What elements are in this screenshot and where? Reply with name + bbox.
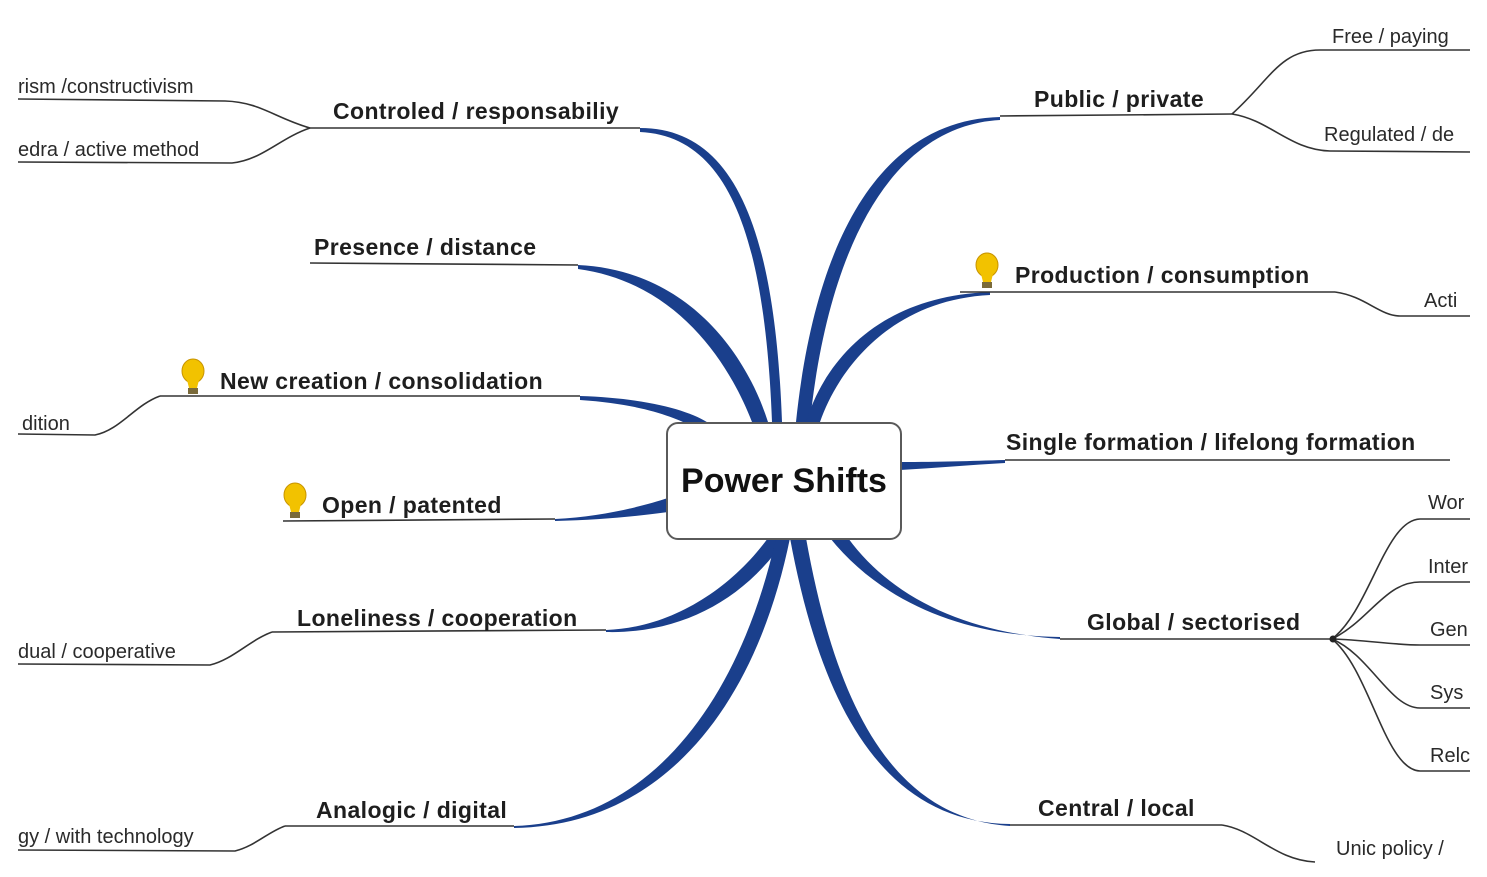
lightbulb-icon bbox=[975, 252, 999, 288]
subtopic-public-1[interactable]: Free / paying bbox=[1332, 26, 1449, 48]
branch-global bbox=[830, 538, 1060, 639]
underline-loneliness bbox=[271, 629, 607, 633]
topic-analogic[interactable]: Analogic / digital bbox=[316, 797, 508, 823]
branch-central bbox=[790, 538, 1010, 826]
subtopic-central-1[interactable]: Unic policy / bbox=[1336, 838, 1444, 860]
connector-global-sub2 bbox=[1331, 581, 1470, 640]
topic-single[interactable]: Single formation / lifelong formation bbox=[1006, 429, 1416, 455]
subtopic-new-creation-1[interactable]: dition bbox=[22, 413, 70, 435]
topic-open[interactable]: Open / patented bbox=[322, 492, 502, 518]
underline-public bbox=[999, 113, 1233, 117]
topic-central[interactable]: Central / local bbox=[1038, 795, 1195, 821]
subtopic-global-1[interactable]: Wor bbox=[1428, 492, 1465, 514]
connector-global-sub3 bbox=[1331, 638, 1470, 646]
lightbulb-icon bbox=[181, 358, 205, 394]
topic-public[interactable]: Public / private bbox=[1034, 86, 1205, 112]
subtopic-analogic-1[interactable]: gy / with technology bbox=[18, 826, 194, 848]
subtopic-public-2[interactable]: Regulated / de bbox=[1324, 124, 1455, 146]
connector-public-sub2 bbox=[1231, 113, 1471, 153]
subtopic-controlled-2[interactable]: edra / active method bbox=[18, 139, 200, 161]
branch-single bbox=[900, 460, 1005, 470]
topic-production[interactable]: Production / consumption bbox=[1015, 262, 1310, 288]
topic-loneliness[interactable]: Loneliness / cooperation bbox=[297, 605, 578, 631]
global-hub-dot bbox=[1329, 635, 1337, 643]
connector-global-sub4 bbox=[1331, 638, 1470, 709]
underline-open bbox=[282, 518, 556, 522]
branch-production bbox=[806, 292, 990, 422]
connector-public-sub1 bbox=[1231, 49, 1470, 115]
subtopic-production-1[interactable]: Acti bbox=[1424, 290, 1458, 312]
connector-global-sub5 bbox=[1331, 638, 1470, 772]
connector-controlled-sub1 bbox=[17, 98, 311, 129]
subtopic-global-3[interactable]: Gen bbox=[1430, 619, 1468, 641]
subtopic-controlled-1[interactable]: rism /constructivism bbox=[18, 76, 194, 98]
branch-public bbox=[796, 117, 1000, 422]
branch-controlled bbox=[640, 128, 782, 422]
topic-presence[interactable]: Presence / distance bbox=[314, 234, 537, 260]
branch-open bbox=[555, 498, 668, 521]
connector-loneliness-sub1 bbox=[17, 631, 273, 666]
subtopic-global-4[interactable]: Sys bbox=[1430, 682, 1464, 704]
branch-loneliness bbox=[606, 538, 786, 633]
branch-analogic bbox=[514, 538, 790, 828]
connector-global-sub1 bbox=[1331, 518, 1470, 640]
central-topic-label: Power Shifts bbox=[681, 461, 887, 500]
subtopic-global-5[interactable]: Relc bbox=[1430, 745, 1471, 767]
subtopic-loneliness-1[interactable]: dual / cooperative bbox=[18, 641, 176, 663]
underline-presence bbox=[309, 262, 579, 266]
branch-presence bbox=[578, 265, 768, 422]
subtopic-global-2[interactable]: Inter bbox=[1428, 556, 1469, 578]
lightbulb-icon bbox=[283, 482, 307, 518]
main-branches bbox=[514, 117, 1060, 828]
topic-new-creation[interactable]: New creation / consolidation bbox=[220, 368, 544, 394]
connector-lines bbox=[17, 49, 1471, 863]
connector-central-sub1 bbox=[1221, 824, 1316, 863]
topic-controlled[interactable]: Controled / responsabiliy bbox=[333, 98, 620, 124]
central-topic[interactable]: Power Shifts bbox=[666, 422, 902, 540]
topic-global[interactable]: Global / sectorised bbox=[1087, 609, 1301, 635]
connector-production-sub1 bbox=[1334, 291, 1470, 317]
connector-analogic-sub1 bbox=[17, 825, 286, 852]
connector-new-creation-sub1 bbox=[17, 395, 161, 436]
connector-controlled-sub2 bbox=[17, 127, 311, 164]
